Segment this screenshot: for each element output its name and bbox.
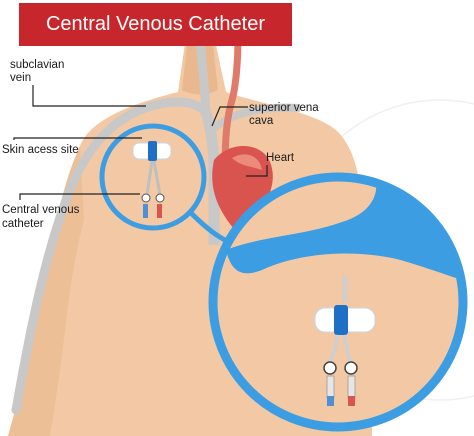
label-superior-vena-cava-line2: cava [249, 115, 274, 127]
label-superior-vena-cava-line1: superior vena [249, 102, 319, 114]
small-magnifier-ring [99, 123, 207, 231]
leader-skin-access-site [13, 137, 142, 140]
title-banner [19, 3, 292, 46]
subclavian-vein [11, 97, 211, 415]
leader-subclavian-vein [32, 85, 146, 107]
right-subclavian-vein [211, 103, 301, 132]
leader-central-venous-catheter [19, 193, 140, 200]
label-subclavian-vein-line1: subclavian [10, 59, 65, 71]
large-lumen-left [328, 334, 340, 363]
large-connector-left [326, 375, 335, 399]
large-magnifier-shoulder-shadow [226, 182, 462, 280]
jugular-vein [195, 39, 211, 113]
small-lumen-left [145, 160, 154, 196]
heart-highlight [232, 154, 262, 170]
large-cap-right [348, 396, 355, 406]
small-catheter-hub [148, 141, 157, 161]
leader-heart [246, 165, 268, 177]
small-lumen-right [152, 160, 162, 196]
small-clamp-left [141, 193, 151, 203]
large-cap-left [327, 396, 334, 406]
label-skin-access-site: Skin acess site [2, 144, 79, 156]
leader-superior-vena-cava [211, 106, 248, 127]
large-clamp-left [323, 361, 337, 375]
large-connector-right [347, 375, 356, 399]
small-cap-right [157, 204, 162, 218]
label-central-venous-catheter-line2: catheter [2, 218, 44, 230]
diagram-title: Central Venous Catheter [45, 13, 266, 35]
label-subclavian-vein-line2: vein [10, 72, 32, 84]
small-clamp-right [155, 193, 165, 203]
large-lumen-right [342, 334, 352, 363]
label-heart: Heart [266, 152, 295, 164]
small-cap-left [143, 204, 148, 218]
label-central-venous-catheter-line1: Central venous [2, 204, 80, 216]
large-clamp-right [344, 361, 358, 375]
large-catheter-hub [334, 305, 348, 335]
